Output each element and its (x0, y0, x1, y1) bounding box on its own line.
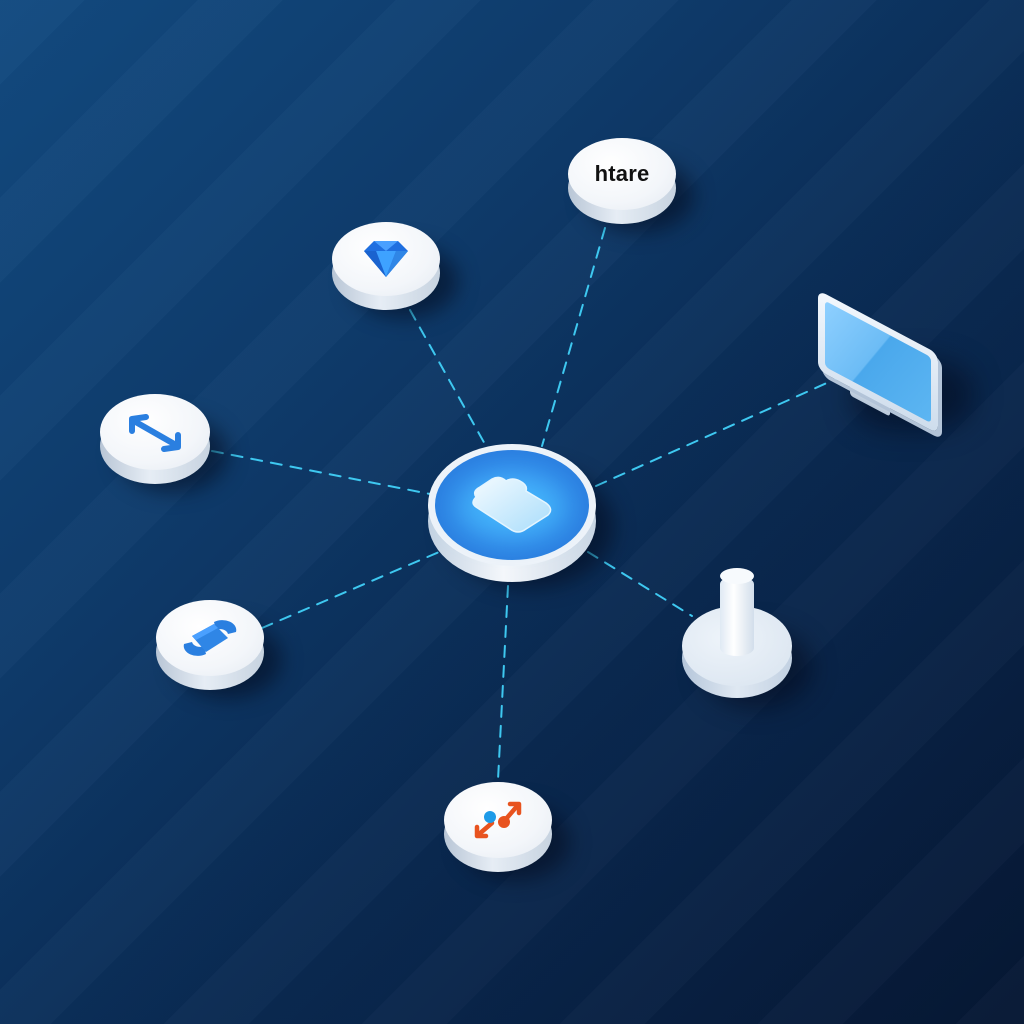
double-arrow-icon (129, 414, 181, 452)
pillar-node[interactable] (682, 568, 812, 708)
resize-node[interactable] (100, 394, 228, 492)
node-label: htare (594, 161, 650, 186)
link-diamond-node (409, 309, 487, 447)
cloud-hub[interactable] (428, 444, 614, 588)
link-connector-node (261, 548, 447, 629)
link-resize-node (211, 450, 431, 495)
link-connector-icon (183, 620, 237, 656)
transfer-arrows-icon (474, 801, 522, 839)
text-node[interactable]: htare (568, 138, 694, 232)
pillar-icon (720, 576, 754, 656)
link-transfer-node (497, 585, 509, 781)
transfer-node[interactable] (444, 782, 570, 880)
diamond-node[interactable] (332, 222, 458, 318)
link-text-node (541, 227, 606, 447)
monitor-node[interactable] (812, 290, 972, 434)
link-pillar-node (587, 551, 693, 617)
link-monitor-node (595, 377, 839, 487)
diamond-icon (364, 241, 408, 277)
cloud-icon (472, 476, 552, 533)
connector-node[interactable] (156, 600, 282, 698)
